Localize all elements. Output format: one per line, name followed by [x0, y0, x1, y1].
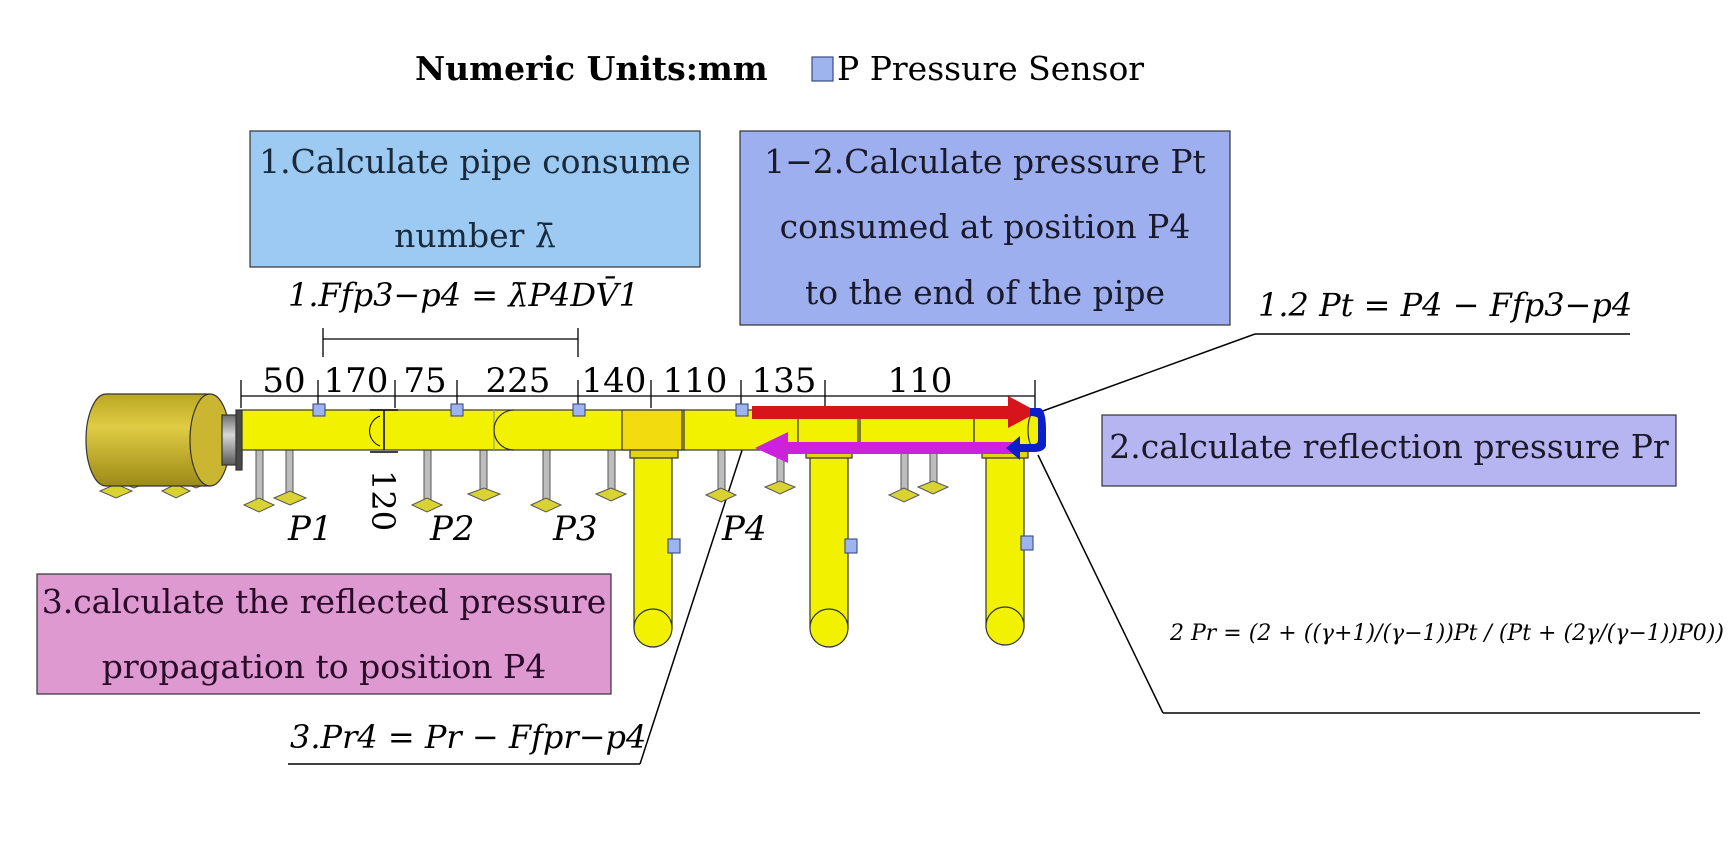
label-p3: P3 [552, 509, 598, 549]
formula-2-leader [1037, 454, 1164, 714]
step12-box: 1−2.Calculate pressure Pt consumed at po… [739, 130, 1231, 326]
step3-line2: propagation to position P4 [102, 647, 547, 686]
sensor-p1 [312, 403, 326, 417]
sensor-labels: P1 P2 P3 P4 [287, 509, 767, 549]
dim-label: 75 [403, 361, 446, 401]
step1-box: 1.Calculate pipe consume number λ̄ [249, 130, 701, 268]
step1-line1: 1.Calculate pipe consume [259, 142, 691, 181]
dimension-labels: 50 170 75 225 140 110 135 110 [262, 361, 952, 401]
dim-label: 225 [486, 361, 551, 401]
diameter-dimension [369, 409, 398, 453]
dim-label: 170 [324, 361, 389, 401]
sensor-branch-3 [1020, 535, 1034, 551]
sensor-branch-1 [667, 538, 681, 554]
dim-label: 50 [262, 361, 305, 401]
step3-line1: 3.calculate the reflected pressure [42, 582, 607, 621]
sensor-p2 [450, 403, 464, 417]
step2-text: 2.calculate reflection pressure Pr [1109, 427, 1669, 466]
step3-box: 3.calculate the reflected pressure propa… [36, 573, 612, 695]
sensor-p3 [572, 403, 586, 417]
formula-1: 1.Ffp3−p4 = λ̄P4DV̄1 [288, 276, 639, 314]
step12-line3: to the end of the pipe [805, 273, 1165, 312]
forward-arrow [752, 396, 1038, 428]
tank [85, 393, 243, 487]
legend-label: P Pressure Sensor [837, 49, 1144, 88]
diameter-label: 120 [364, 470, 402, 531]
dim-label: 110 [663, 361, 728, 401]
formula-2: 2 Pr = (2 + ((γ+1)/(γ−1))Pt / (Pt + (2γ/… [1169, 621, 1730, 646]
pressure-sensor-legend-icon [811, 56, 834, 82]
formula-1-2: 1.2 Pt = P4 − Ffp3−p4 [1258, 286, 1632, 324]
label-p1: P1 [287, 509, 333, 549]
formula-3: 3.Pr4 = Pr − Ffpr−p4 [290, 718, 646, 756]
units-label: Numeric Units:mm [415, 49, 768, 88]
label-p2: P2 [429, 509, 475, 549]
sensor-branch-2 [844, 538, 858, 554]
end-reflection-arrow [1006, 408, 1046, 460]
formula-1-2-leader [1039, 333, 1256, 413]
branch-pipes [633, 451, 1025, 648]
dim-label: 140 [582, 361, 647, 401]
step12-line1: 1−2.Calculate pressure Pt [764, 142, 1206, 181]
step2-box: 2.calculate reflection pressure Pr [1101, 414, 1677, 487]
step12-line2: consumed at position P4 [780, 207, 1191, 246]
dim-label: 135 [752, 361, 817, 401]
dimension-lines [240, 328, 1036, 408]
pressure-sensors [312, 403, 1034, 554]
step1-line2: number λ̄ [394, 216, 556, 255]
reflection-arrow [755, 432, 1015, 463]
dim-label: 110 [888, 361, 953, 401]
label-p4: P4 [721, 509, 767, 549]
sensor-p4 [735, 403, 749, 417]
